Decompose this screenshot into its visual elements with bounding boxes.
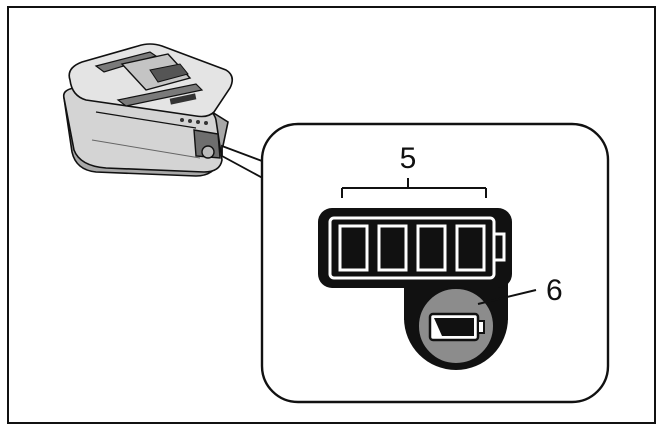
gauge-segment — [377, 224, 408, 272]
low-battery-icon — [428, 312, 485, 342]
callout-label-6: 6 — [546, 274, 563, 307]
indicator-panel — [318, 208, 512, 370]
gauge-segments — [338, 224, 486, 272]
gauge-segment — [455, 224, 486, 272]
callout-leader-6 — [477, 289, 537, 305]
gauge-segment — [416, 224, 447, 272]
gauge-bracket — [341, 178, 487, 198]
gauge-segment — [338, 224, 369, 272]
callout-label-5: 5 — [400, 142, 417, 175]
battery-pack-icon — [62, 43, 234, 177]
